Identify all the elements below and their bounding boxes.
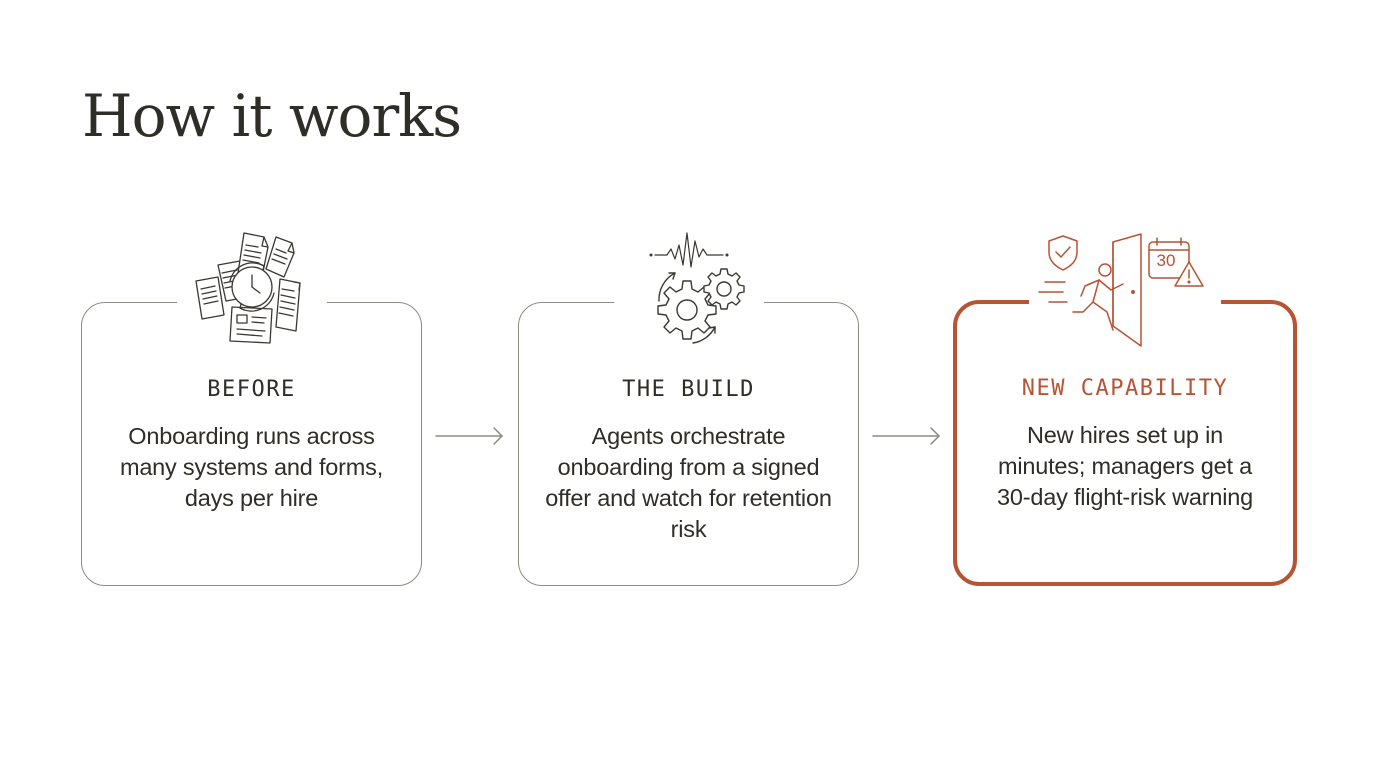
arrow-right-icon <box>872 427 941 445</box>
step-card-build: THE BUILD Agents orchestrate onboarding … <box>518 232 859 586</box>
page-title: How it works <box>82 82 462 150</box>
step-label: NEW CAPABILITY <box>1021 376 1229 401</box>
gears-signal-icon <box>619 231 759 351</box>
calendar-day-number: 30 <box>1156 251 1176 270</box>
step-card-before: BEFORE Onboarding runs across many syste… <box>81 232 422 586</box>
step-label: BEFORE <box>207 377 296 402</box>
step-description: Onboarding runs across many systems and … <box>119 423 384 511</box>
border-gap <box>1029 296 1221 310</box>
arrow-right-icon <box>435 427 504 445</box>
person-exit-shield-calendar-icon: 30 <box>1035 233 1215 354</box>
step-card-new-capability: 30 NEW CAPABILITY New hires set up in mi… <box>953 233 1297 586</box>
step-description: Agents orchestrate onboarding from a sig… <box>545 423 832 542</box>
step-description: New hires set up in minutes; managers ge… <box>996 422 1254 510</box>
documents-clock-icon <box>182 231 322 351</box>
step-label: THE BUILD <box>622 377 755 402</box>
